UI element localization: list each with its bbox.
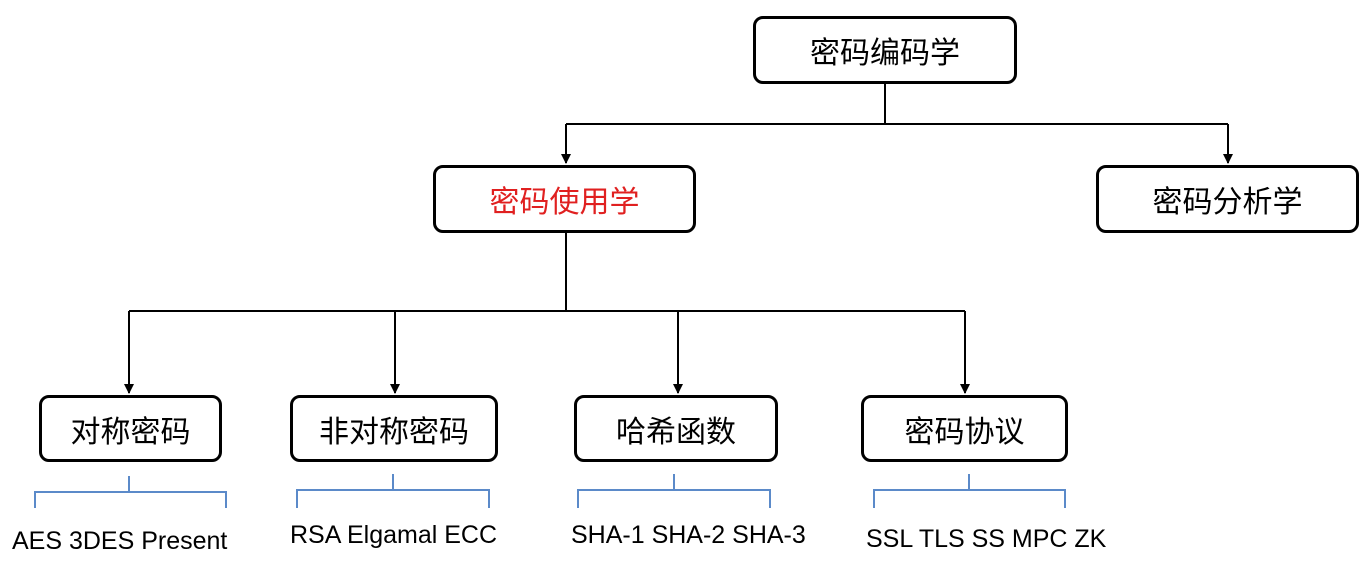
- symmetric-algorithms: AES 3DES Present: [12, 527, 228, 555]
- hash-node: 哈希函数: [574, 395, 778, 462]
- analysis-node: 密码分析学: [1096, 165, 1359, 233]
- brace-symmetric: [34, 476, 227, 508]
- root-node: 密码编码学: [753, 16, 1017, 84]
- analysis-node-label: 密码分析学: [1152, 185, 1303, 220]
- brace-asymmetric: [296, 474, 490, 508]
- usage-node-label: 密码使用学: [489, 185, 640, 220]
- symmetric-node-label: 对称密码: [70, 414, 191, 450]
- asymmetric-node-label: 非对称密码: [319, 414, 469, 450]
- protocol-algorithms: SSL TLS SS MPC ZK: [866, 525, 1107, 553]
- hash-node-label: 哈希函数: [616, 414, 736, 450]
- symmetric-node: 对称密码: [39, 395, 222, 462]
- usage-node: 密码使用学: [433, 165, 696, 233]
- protocol-node: 密码协议: [861, 395, 1068, 462]
- root-node-label: 密码编码学: [810, 36, 960, 71]
- asymmetric-node: 非对称密码: [290, 395, 498, 462]
- protocol-node-label: 密码协议: [904, 414, 1025, 450]
- brace-protocol: [873, 474, 1066, 508]
- asymmetric-algorithms: RSA Elgamal ECC: [290, 521, 498, 549]
- brace-hash: [577, 474, 771, 508]
- hash-algorithms: SHA-1 SHA-2 SHA-3: [571, 521, 806, 549]
